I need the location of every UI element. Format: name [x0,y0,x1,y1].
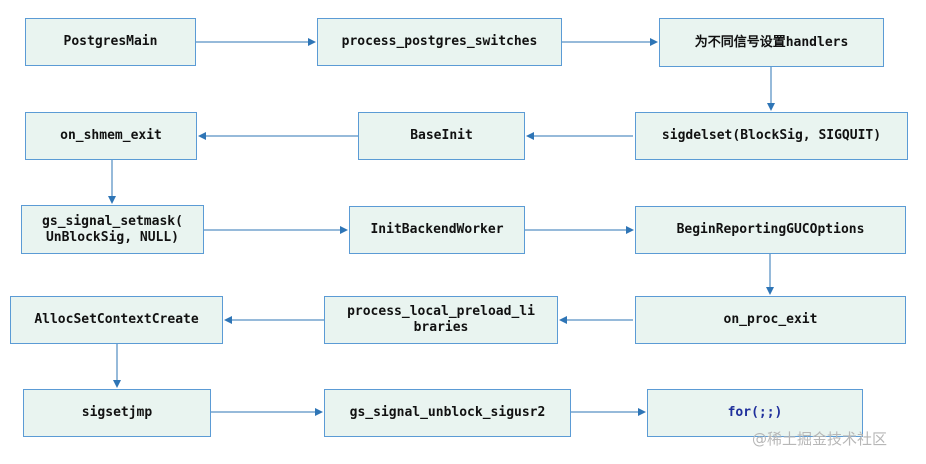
node-beginreportinggucoptions: BeginReportingGUCOptions [635,206,906,254]
node-on-proc-exit: on_proc_exit [635,296,906,344]
node-sigdelset: sigdelset(BlockSig, SIGQUIT) [635,112,908,160]
node-sigsetjmp: sigsetjmp [23,389,211,437]
node-process-postgres-switches: process_postgres_switches [317,18,562,66]
node-process-local-preload-libraries: process_local_preload_li braries [324,296,558,344]
watermark: @稀土掘金技术社区 [752,430,888,448]
node-postgresmain: PostgresMain [25,18,196,66]
node-for-loop: for(;;) [647,389,863,437]
node-on-shmem-exit: on_shmem_exit [25,112,197,160]
node-gs-signal-setmask: gs_signal_setmask( UnBlockSig, NULL) [21,205,204,254]
node-baseinit: BaseInit [358,112,525,160]
node-gs-signal-unblock-sigusr2: gs_signal_unblock_sigusr2 [324,389,571,437]
node-set-signal-handlers: 为不同信号设置handlers [659,18,884,67]
node-allocsetcontextcreate: AllocSetContextCreate [10,296,223,344]
node-initbackendworker: InitBackendWorker [349,206,525,254]
